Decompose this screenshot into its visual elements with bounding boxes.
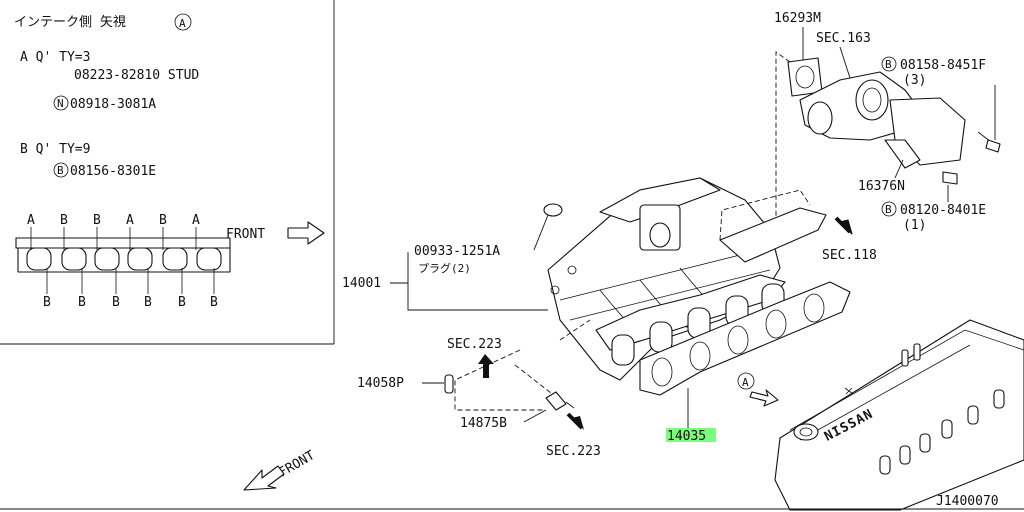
throttle-assembly [787,57,1001,202]
front-bottom-arrow-icon [243,465,285,491]
bolt-top-marker-letter: B [885,58,892,71]
group-a-header: A Q' TY=3 [20,50,90,65]
bottom-letter-3: B [112,295,120,310]
diagram-code: J1400070 [936,494,999,509]
label-bolt-top-qty: (3) [903,73,926,88]
engine-head: NISSAN [774,319,1024,511]
gasket-16293m [787,57,823,97]
bottom-letter-2: B [78,295,86,310]
label-bolt-mid-qty: (1) [903,218,926,233]
bottom-letter-4: B [144,295,152,310]
top-letter-1: A [27,213,35,228]
top-letter-4: A [126,213,134,228]
bolt-top-marker-icon [881,56,897,72]
bracket-16376n [884,139,921,169]
view-a-marker-icon [737,372,755,390]
top-letter-5: B [159,213,167,228]
inset-title: インテーク側 矢視 [14,15,126,30]
gasket-14035 [639,281,851,396]
label-16293m: 16293M [774,11,821,26]
inset-title-marker: A [179,17,186,30]
label-sec163: SEC.163 [816,31,871,46]
inset-front-label: FRONT [226,227,265,242]
sensor-14058p-icon [444,374,454,394]
label-14035: 14035 [667,429,706,444]
inset-flange [15,227,231,294]
bottom-letter-5: B [178,295,186,310]
view-a-arrow-icon [749,389,779,407]
label-bolt-mid: 08120-8401E [900,203,986,218]
front-arrow-icon [287,221,325,245]
group-a-stud: 08223-82810 STUD [74,68,199,83]
view-a-marker-letter: A [742,376,749,389]
label-sec118: SEC.118 [822,248,877,263]
nut-marker-icon [53,95,69,111]
bolt-marker-icon [53,162,69,178]
label-14058p: 14058P [357,376,404,391]
nut-marker-letter: N [57,97,64,110]
top-letter-6: A [192,213,200,228]
view-a-circle-icon [174,13,192,31]
group-b-bolt: 08156-8301E [70,164,156,179]
intake-manifold-14001 [543,177,786,381]
bolt-marker-letter: B [57,164,64,177]
label-14001: 14001 [342,276,381,291]
label-sec223-bottom: SEC.223 [546,444,601,459]
label-plug: プラグ(2) [418,261,471,275]
bolt-mid-marker-icon [881,201,897,217]
group-b-header: B Q' TY=9 [20,142,90,157]
top-letter-2: B [60,213,68,228]
label-16376n: 16376N [858,179,905,194]
bolt-mid-marker-letter: B [885,203,892,216]
bolt-mid-icon [942,171,958,185]
bottom-letter-1: B [43,295,51,310]
label-14875b: 14875B [460,416,507,431]
group-a-nut: 08918-3081A [70,97,156,112]
inset-panel: インテーク側 矢視 A A Q' TY=3 08223-82810 STUD N… [0,0,335,345]
bolt-top-icon [985,139,1001,153]
bottom-letter-6: B [210,295,218,310]
upper-gasket [719,207,827,263]
label-bolt-top: 08158-8451F [900,58,986,73]
label-sec223-top: SEC.223 [447,337,502,352]
plug-icon [543,203,563,217]
label-14035-highlight [666,428,716,442]
label-00933: 00933-1251A [414,244,500,259]
top-letter-3: B [93,213,101,228]
sec223-up-arrow-icon [478,354,494,378]
valve-14875b-icon [545,391,567,411]
